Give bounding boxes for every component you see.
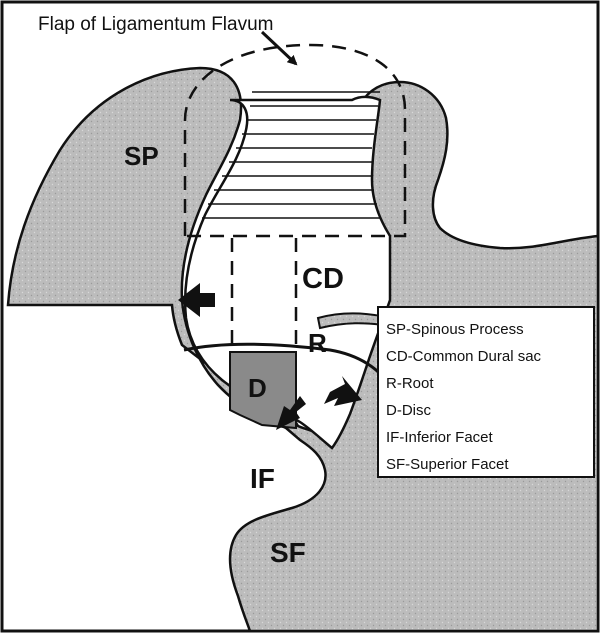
label-if: IF [250,463,275,494]
root-outline [183,342,390,385]
root-retraction-arrow [324,376,362,406]
legend-item-if: IF-Inferior Facet [386,429,494,446]
legend-item-sp: SP-Spinous Process [386,321,524,338]
ligamentum-flavum-hatching [202,91,381,219]
diagram-title: Flap of Ligamentum Flavum [38,14,274,35]
label-cd: CD [302,263,344,295]
left-retraction-arrow [178,283,215,317]
flap-dashed-outline [183,43,407,238]
legend-item-sf: SF-Superior Facet [386,456,509,473]
label-r: R [308,328,327,358]
label-d: D [248,373,267,403]
label-sf: SF [270,537,306,568]
disc-region [229,351,297,430]
legend-item-d: D-Disc [386,402,431,419]
title-pointer-arrow [260,30,298,66]
legend: SP-Spinous Process CD-Common Dural sac R… [377,306,595,478]
legend-box [377,306,595,478]
legend-item-cd: CD-Common Dural sac [386,348,542,365]
disc-pointer-arrow [276,396,306,430]
label-sp: SP [124,141,159,171]
legend-item-r: R-Root [386,375,434,392]
